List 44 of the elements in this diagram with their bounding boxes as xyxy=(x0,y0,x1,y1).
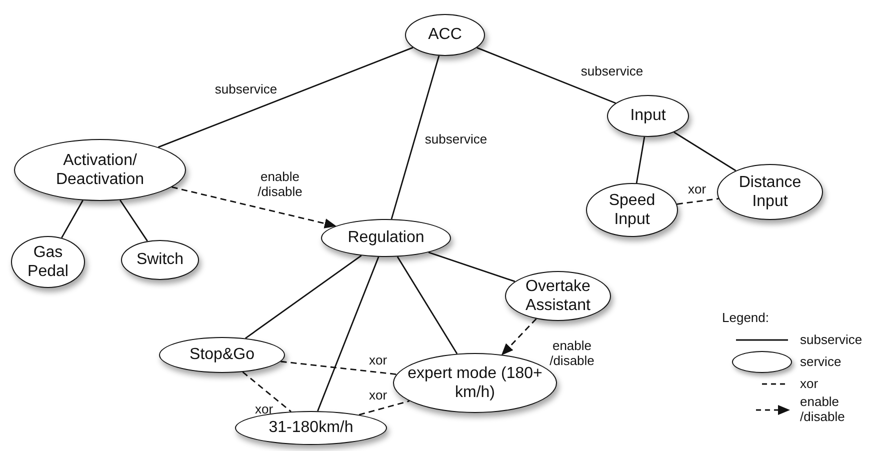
service-ellipse xyxy=(159,337,285,373)
connector-line xyxy=(428,252,516,282)
service-ellipse xyxy=(405,14,485,56)
legend-label: enable /disable xyxy=(800,395,846,425)
connector-line xyxy=(390,56,440,220)
connector-line xyxy=(636,136,646,184)
connector-line xyxy=(396,256,458,354)
legend-label: subservice xyxy=(800,332,864,348)
node-label: Gas Pedal xyxy=(26,242,70,282)
service-ellipse xyxy=(14,139,186,201)
service-ellipse xyxy=(717,164,823,220)
connector-line xyxy=(358,400,410,416)
service-ellipse xyxy=(11,236,85,288)
legend-title: Legend: xyxy=(722,310,770,325)
connector-line xyxy=(674,132,736,172)
connector-line xyxy=(61,200,84,238)
connector-line xyxy=(280,360,397,376)
service-ellipse xyxy=(586,183,678,237)
connector-line xyxy=(158,46,414,148)
node-label: Regulation xyxy=(346,228,426,248)
connector-line xyxy=(242,371,292,412)
connector-line xyxy=(476,47,616,104)
connector-line xyxy=(317,256,380,412)
node-label: Speed Input xyxy=(608,190,656,230)
node-label: Overtake Assistant xyxy=(524,276,592,316)
service-ellipse xyxy=(607,95,689,137)
node-label: Stop&Go xyxy=(188,345,256,365)
arrow xyxy=(501,318,537,356)
connector-line xyxy=(120,200,148,242)
node-label: ACC xyxy=(427,25,463,45)
connector-line xyxy=(676,198,719,205)
node-label: expert mode (180+ km/h) xyxy=(406,364,544,402)
service-ellipse xyxy=(321,219,451,257)
node-label: Input xyxy=(629,106,667,126)
service-ellipse xyxy=(121,240,199,280)
connector-line xyxy=(245,255,362,339)
arrow xyxy=(172,186,337,228)
legend-label: xor xyxy=(800,376,820,392)
node-label: Distance Input xyxy=(738,172,802,212)
node-label: Switch xyxy=(135,250,185,270)
node-label: Activation/ Deactivation xyxy=(54,150,146,190)
legend-label: service xyxy=(800,354,842,370)
node-label: 31-180km/h xyxy=(268,418,354,438)
service-ellipse xyxy=(505,271,611,321)
